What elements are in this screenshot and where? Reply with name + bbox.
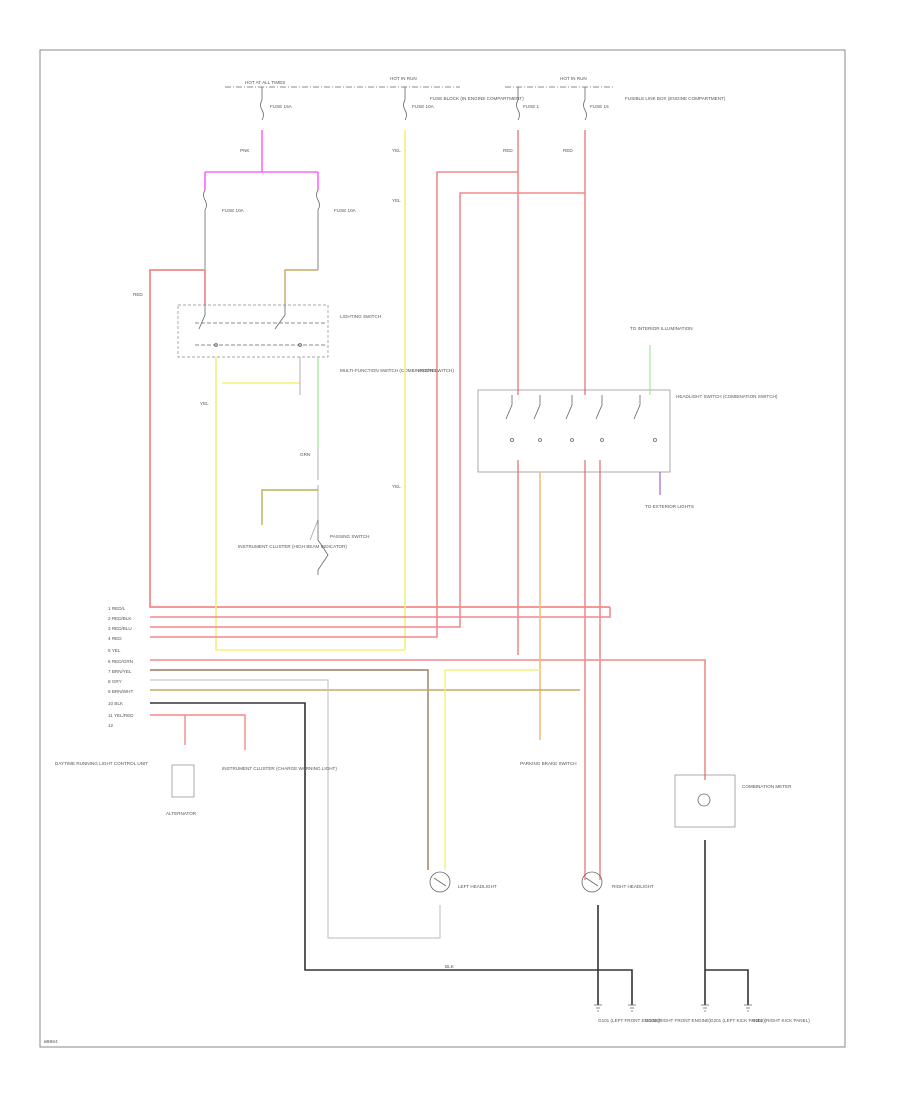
ground4-label: G202 (RIGHT KICK PANEL) [752,1018,810,1023]
wire-brown [150,669,429,870]
alt-note-label: INSTRUMENT CLUSTER (CHARGE WARNING LIGHT… [222,766,337,771]
left-headlight [429,871,451,893]
wire-yellow-bus [444,669,540,870]
combination-meter-box [674,774,736,828]
fuse4-label: FUSE 15 [590,104,609,109]
right-headlight [581,871,603,893]
interior-ill-label: TO INTERIOR ILLUMINATION [630,326,693,331]
wire-pink-label: PNK [240,148,250,153]
fuse1-label: FUSE 15A [270,104,293,109]
wire-black-label: BLK [445,964,455,969]
lighting-switch-contacts [195,305,325,347]
wire-olive [261,489,318,525]
diagram-frame [39,49,846,1048]
wire-yellow-mid-label3: YEL [392,484,401,489]
dimmer-switch-label: MULTI-FUNCTION SWITCH (COMBINATION SWITC… [340,368,454,373]
wire-tan [284,269,318,305]
ground3-label: G201 (LEFT KICK PANEL) [710,1018,765,1023]
hot-at-all-times-label: HOT AT ALL TIMES [245,80,285,85]
wire-green-label: GRN [300,452,310,457]
svg-text:12: 12 [108,723,114,728]
wire-red-label: RED [133,292,143,297]
ground2-label: G102 (RIGHT FRONT ENGINE) [645,1018,711,1023]
alternator-label: ALTERNATOR [166,811,197,816]
relay-fuse-a-label: FUSE 10A [222,208,245,213]
headlight-switch-contacts [505,395,657,442]
svg-text:8 GRY: 8 GRY [108,679,122,684]
lighting-switch-box [177,304,329,358]
svg-text:5 YEL: 5 YEL [108,648,121,653]
hot-in-run-label-mid: HOT IN RUN [390,76,417,81]
wire-red-right-label3: RED/YEL [418,368,438,373]
svg-text:6 RED/GRN: 6 RED/GRN [108,659,133,664]
exterior-ill-label: TO EXTERIOR LIGHTS [645,504,694,509]
combination-meter-label: COMBINATION METER [742,784,792,789]
meter-lamp [697,793,711,807]
right-headlight-label: RIGHT HEADLIGHT [612,884,654,889]
fuse-note-label: FUSE BLOCK (IN ENGINE COMPARTMENT) [430,96,524,101]
svg-text:1 RED/L: 1 RED/L [108,606,126,611]
headlight-switch-label: HEADLIGHT SWITCH (COMBINATION SWITCH) [676,394,778,399]
wire-gray-mid [299,357,319,541]
svg-text:2 RED/BLK: 2 RED/BLK [108,616,132,621]
svg-text:3 RED/BLU: 3 RED/BLU [108,626,132,631]
svg-text:4 RED: 4 RED [108,636,122,641]
wire-alt [150,714,246,750]
lighting-switch-label: LIGHTING SWITCH [340,314,381,319]
wire-red-right-label1: RED [503,148,513,153]
wire-red-right [150,130,706,880]
relay-fuses [203,189,320,270]
wire-yellow-mid-label2: YEL [392,198,401,203]
parking-brake-label: PARKING BRAKE SWITCH [520,761,577,766]
wire-pink [204,130,319,190]
alternator-box [171,764,195,798]
wire-gray-bus [150,679,441,939]
figure-id: W0084 [44,1039,58,1045]
ground-symbols [594,1004,752,1012]
fusible-link-label: FUSIBLE LINK BOX (ENGINE COMPARTMENT) [625,96,726,101]
svg-text:9 BRN/WHT: 9 BRN/WHT [108,689,133,694]
headlight-switch-box [477,389,671,473]
wire-red-right-label2: RED [563,148,573,153]
left-headlight-label: LEFT HEADLIGHT [458,884,497,889]
passing-switch-label: PASSING SWITCH [330,534,369,539]
wire-red-left [149,269,610,608]
fuse3-label: FUSE 1 [523,104,540,109]
instrument-cluster-label: INSTRUMENT CLUSTER (HIGH BEAM INDICATOR) [238,544,347,549]
svg-text:10 BLK: 10 BLK [108,701,124,706]
wire-yellow-left [215,357,405,651]
hot-in-run-label-right: HOT IN RUN [560,76,587,81]
daytime-unit-label: DAYTIME RUNNING LIGHT CONTROL UNIT [55,761,148,766]
passing-switch-symbol [317,520,329,575]
wire-yellow-label: YEL [200,401,209,406]
svg-text:11 YEL/RED: 11 YEL/RED [108,713,134,718]
ground1-label: G101 (LEFT FRONT ENGINE) [598,1018,661,1023]
top-fuses [260,87,587,121]
wire-yellow-mid-label: YEL [392,148,401,153]
fuse2-label: FUSE 10A [412,104,435,109]
relay-fuse-b-label: FUSE 10A [334,208,357,213]
wire-black-bus [150,702,749,1005]
bus-labels: 1 RED/L 2 RED/BLK 3 RED/BLU 4 RED 5 YEL … [108,606,134,728]
svg-text:7 BRN/YEL: 7 BRN/YEL [108,669,132,674]
